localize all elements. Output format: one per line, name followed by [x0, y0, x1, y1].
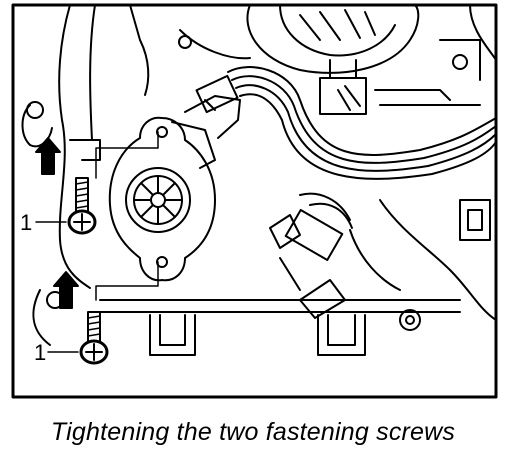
figure-caption: Tightening the two fastening screws [50, 418, 456, 446]
arrow-up-icon [53, 271, 79, 309]
arrow-up-icon [35, 137, 61, 175]
bottom-clips [99, 299, 461, 356]
screw-icon [67, 177, 97, 235]
right-bracket [349, 199, 497, 331]
motor-housing-top [178, 4, 497, 81]
screw-icon [79, 311, 109, 365]
callout-label: 1 [20, 210, 33, 235]
left-housing [21, 4, 150, 346]
upper-connector [319, 59, 481, 115]
callout-label: 1 [34, 340, 47, 365]
illustration-frame [11, 3, 498, 399]
wiring-harness [227, 66, 497, 229]
lower-leader-line [95, 261, 159, 301]
electrical-connector [269, 209, 346, 319]
sensor-assembly [108, 74, 241, 282]
upper-leader-line [95, 131, 159, 179]
